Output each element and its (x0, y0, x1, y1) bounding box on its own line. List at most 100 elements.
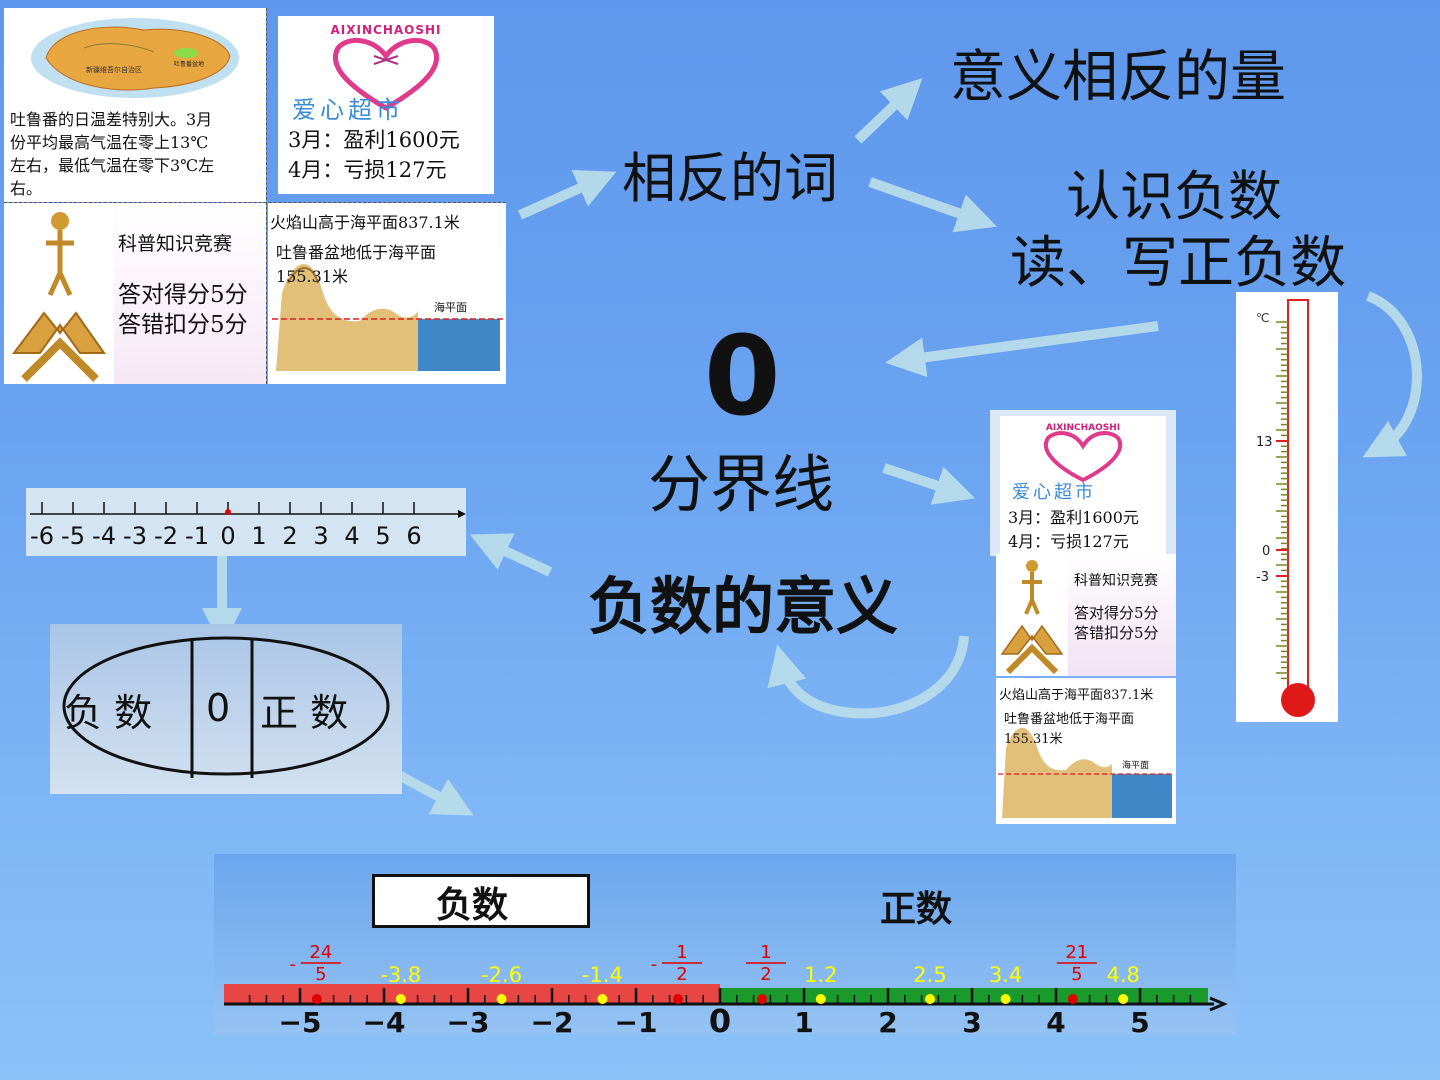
brand-cn-small-label: 爱心超市 (1012, 482, 1096, 503)
big-nl-tick-label: −3 (447, 1006, 490, 1034)
turpan-text-line-4: 右。 (10, 179, 43, 198)
heart-logo-icon: AIXINCHAOSHI (331, 23, 441, 111)
quiz-correct-small: 答对得分5分 (1074, 604, 1159, 622)
big-nl-point (1000, 994, 1011, 1004)
turpan-text-line-3: 左右，最低气温在零下3℃左 (10, 156, 215, 175)
fraction-numerator: 1 (760, 942, 771, 963)
big-nl-fraction-point (757, 994, 767, 1004)
fraction-denominator: 5 (315, 964, 326, 985)
small-nl-label: -6 (30, 522, 54, 550)
quiz-figure-small-icon (996, 554, 1068, 676)
turpan-map-panel: 吐鲁番盆地 新疆维吾尔自治区 吐鲁番的日温差特别大。3月 份平均最高气温在零上1… (4, 8, 266, 202)
small-nl-zero-dot (225, 509, 231, 515)
big-nl-fraction-point (1067, 994, 1078, 1004)
small-nl-label: -2 (154, 522, 178, 550)
positive-negative-oval-panel: 负 数 0 正 数 (50, 624, 402, 794)
arrow-to-small-numberline (469, 533, 553, 577)
small-nl-label: 2 (282, 522, 297, 550)
negative-label-box (372, 874, 590, 928)
big-nl-tick-label: 1 (794, 1006, 813, 1034)
big-nl-tick-label: 0 (709, 1002, 731, 1034)
oval-zero-label: 0 (206, 686, 231, 730)
big-nl-point (1118, 994, 1129, 1004)
thermo-label-13: 13 (1256, 435, 1273, 450)
turpan-text-line-1: 吐鲁番的日温差特别大。3月 (10, 110, 213, 129)
read-write-heading: 读、写正负数 (1010, 231, 1346, 296)
turpan-text-line-2: 份平均最高气温在零上13℃ (10, 133, 209, 152)
big-nl-tick-label: −4 (363, 1006, 406, 1034)
supermarket-panel: AIXINCHAOSHI 爱心超市 3月：盈利1600元 4月：亏损127元 (278, 16, 494, 194)
quiz-figure-icon (4, 203, 114, 384)
quiz-title: 科普知识竞赛 (118, 233, 233, 255)
small-nl-label: 3 (313, 522, 328, 550)
thermo-unit-label: ℃ (1256, 311, 1269, 325)
quiz-panel: 科普知识竞赛 答对得分5分 答错扣分5分 (4, 203, 266, 384)
zero-heading: 0 (704, 312, 781, 440)
small-nl-label: 1 (251, 522, 266, 550)
basin-depth-small-value: 155.31米 (1004, 732, 1063, 747)
quiz-correct: 答对得分5分 (118, 282, 248, 308)
big-nl-point-label: 2.5 (913, 963, 946, 987)
big-nl-point (496, 994, 507, 1004)
quiz-wrong-small: 答错扣分5分 (1074, 624, 1159, 642)
positive-label: 正数 (880, 889, 953, 930)
mountain-panel: 火焰山高于海平面837.1米 吐鲁番盆地低于海平面 155.31米 海平面 (268, 203, 506, 384)
oval-positive-label: 正 数 (260, 691, 349, 735)
big-nl-tick-label: −1 (615, 1006, 658, 1034)
thermo-label-minus3: -3 (1256, 570, 1269, 585)
know-negative-heading: 认识负数 (1066, 165, 1282, 228)
map-region-label: 新疆维吾尔自治区 (86, 65, 142, 74)
mountain-height-text: 火焰山高于海平面837.1米 (270, 213, 460, 232)
big-nl-tick-label: 5 (1130, 1006, 1149, 1034)
big-nl-tick-label: 2 (878, 1006, 897, 1034)
small-nl-label: 5 (375, 522, 390, 550)
supermarket-panel-small: AIXINCHAOSHI 爱心超市 3月：盈利1600元 4月：亏损127元 (990, 410, 1176, 556)
basin-depth-text: 吐鲁番盆地低于海平面 (276, 243, 437, 262)
big-nl-point (815, 994, 826, 1004)
big-nl-point (395, 994, 406, 1004)
small-nl-label: 0 (220, 522, 235, 550)
curved-arrow-meaning (767, 635, 969, 719)
meaning-negative-heading: 负数的意义 (588, 570, 899, 643)
basin-depth-value: 155.31米 (276, 267, 348, 286)
sea-level-small-label: 海平面 (1122, 761, 1150, 771)
curved-arrow-thermometer (1362, 291, 1422, 458)
thermometer-icon: ℃ 13 0 -3 (1256, 299, 1315, 717)
fraction-numerator: 21 (1065, 942, 1088, 963)
big-nl-point-label: -3.8 (380, 963, 421, 987)
map-basin-label: 吐鲁番盆地 (174, 60, 204, 68)
big-nl-point-label: 4.8 (1106, 963, 1139, 987)
march-profit: 3月：盈利1600元 (288, 128, 460, 152)
oval-negative-label: 负 数 (64, 691, 153, 735)
small-nl-label: 6 (406, 522, 421, 550)
fraction-sign: - (651, 954, 658, 975)
big-nl-point (925, 994, 935, 1004)
big-nl-tick-label: −5 (279, 1006, 322, 1034)
small-nl-label: 4 (344, 522, 359, 550)
positive-bar (720, 988, 1208, 1004)
fraction-denominator: 2 (760, 964, 771, 985)
quiz-panel-small: 科普知识竞赛 答对得分5分 答错扣分5分 (996, 554, 1176, 676)
fraction-numerator: 24 (309, 942, 332, 963)
mountain-sea-image (272, 264, 504, 371)
small-nl-label: -1 (185, 522, 209, 550)
big-nl-point-label: 3.4 (989, 963, 1022, 987)
xinjiang-map-image: 吐鲁番盆地 新疆维吾尔自治区 (31, 18, 239, 98)
big-nl-tick-label: 4 (1046, 1006, 1065, 1034)
opposite-words-heading: 相反的词 (622, 147, 838, 210)
quiz-title-small: 科普知识竞赛 (1074, 573, 1158, 589)
thermometer-panel: ℃ 13 0 -3 (1236, 292, 1338, 722)
big-nl-point-label: 1.2 (804, 963, 837, 987)
fraction-sign: - (290, 954, 297, 975)
arrow-to-boundary-examples (882, 463, 975, 505)
brand-cn-label: 爱心超市 (292, 96, 404, 124)
mountain-height-small-text: 火焰山高于海平面837.1米 (999, 688, 1154, 703)
big-nl-tick-label: 3 (962, 1006, 981, 1034)
quiz-wrong: 答错扣分5分 (118, 312, 248, 338)
big-nl-fraction-point (311, 994, 322, 1004)
mountain-sea-small-image (998, 727, 1174, 818)
